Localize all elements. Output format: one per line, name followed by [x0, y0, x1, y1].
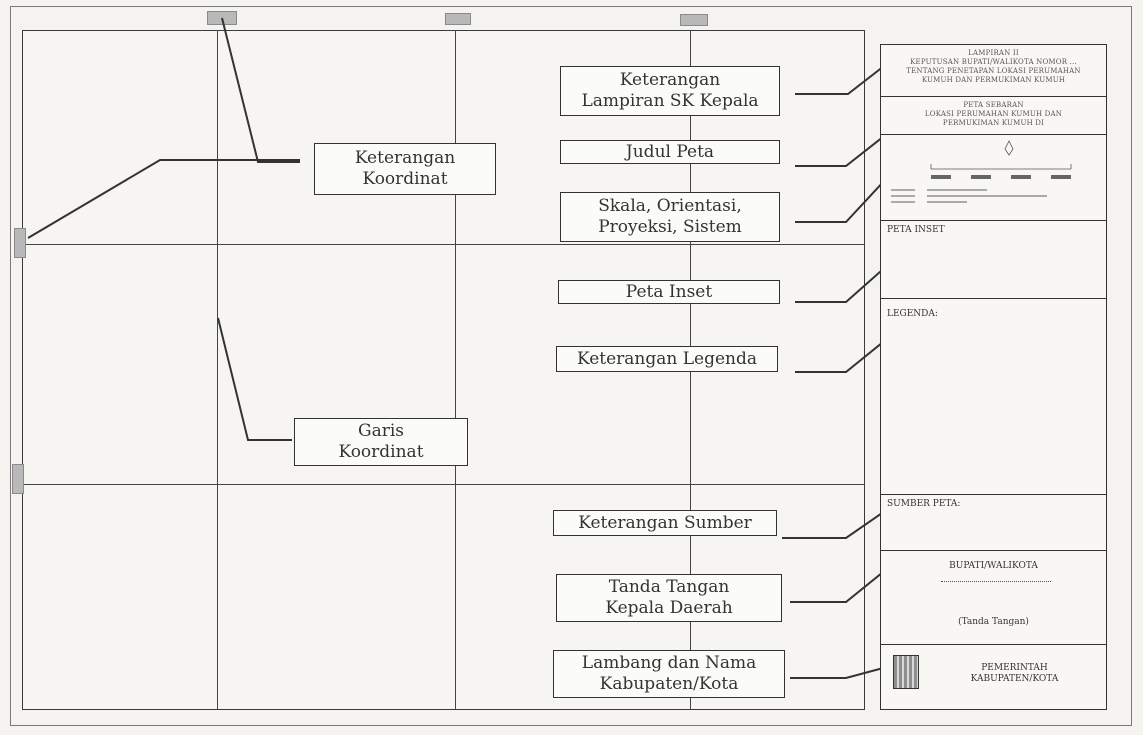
label-keterangan-legenda: Keterangan Legenda: [556, 346, 778, 372]
peta-inset-title: PETA INSET: [887, 225, 945, 235]
label-peta-inset: Peta Inset: [558, 280, 780, 304]
panel-peta-sebaran-line: PETA SEBARAN: [963, 101, 1024, 109]
panel-lampiran: LAMPIRAN II KEPUTUSAN BUPATI/WALIKOTA NO…: [881, 45, 1106, 97]
panel-lampiran-line: KUMUH DAN PERMUKIMAN KUMUH: [921, 76, 1066, 84]
pemerintah-line: KABUPATEN/KOTA: [970, 674, 1059, 684]
grid-line-horizontal-2: [22, 484, 865, 485]
pemerintah-line: PEMERINTAH: [981, 663, 1048, 673]
panel-tanda-tangan: BUPATI/WALIKOTA (Tanda Tangan): [881, 551, 1106, 645]
label-skala-orientasi: Skala, Orientasi,Proyeksi, Sistem: [560, 192, 780, 242]
pemerintah-text: PEMERINTAH KABUPATEN/KOTA: [929, 663, 1100, 685]
coordinate-tick-top-3: [680, 14, 708, 26]
grid-line-horizontal-1: [22, 244, 865, 245]
panel-lampiran-line: KEPUTUSAN BUPATI/WALIKOTA NOMOR ...: [910, 58, 1077, 66]
panel-sumber: SUMBER PETA:: [881, 495, 1106, 551]
scale-bar-icon: [931, 175, 1071, 179]
grid-line-vertical-1: [217, 30, 218, 710]
north-arrow-icon: [1004, 140, 1014, 156]
panel-peta-sebaran-line: PERMUKIMAN KUMUH DI: [942, 119, 1045, 127]
label-keterangan-sumber: Keterangan Sumber: [553, 510, 777, 536]
coordinate-tick-left-2: [12, 464, 24, 494]
panel-peta-inset: PETA INSET: [881, 221, 1106, 299]
panel-legenda: LEGENDA:: [881, 299, 1106, 495]
panel-pemerintah: PEMERINTAH KABUPATEN/KOTA: [881, 645, 1106, 709]
panel-skala: [881, 135, 1106, 221]
coordinate-tick-left-1: [14, 228, 26, 258]
info-panel: LAMPIRAN II KEPUTUSAN BUPATI/WALIKOTA NO…: [880, 44, 1107, 710]
tanda-tangan-note: (Tanda Tangan): [958, 617, 1029, 627]
panel-peta-sebaran-line: LOKASI PERUMAHAN KUMUH DAN: [924, 110, 1063, 118]
page-border: [10, 6, 1132, 726]
panel-peta-sebaran: PETA SEBARAN LOKASI PERUMAHAN KUMUH DAN …: [881, 97, 1106, 135]
signature-line: [941, 581, 1051, 582]
panel-lampiran-line: TENTANG PENETAPAN LOKASI PERUMAHAN: [906, 67, 1081, 75]
grid-line-vertical-2: [455, 30, 456, 710]
bupati-title: BUPATI/WALIKOTA: [949, 561, 1038, 571]
sumber-title: SUMBER PETA:: [887, 499, 961, 509]
coordinate-tick-top-2: [445, 13, 471, 25]
label-judul-peta: Judul Peta: [560, 140, 780, 164]
coordinate-tick-top-1: [207, 11, 237, 25]
regency-emblem-icon: [893, 655, 919, 689]
legenda-title: LEGENDA:: [887, 309, 938, 319]
panel-lampiran-line: LAMPIRAN II: [968, 49, 1019, 57]
scale-bar-graphic: [891, 140, 1072, 203]
